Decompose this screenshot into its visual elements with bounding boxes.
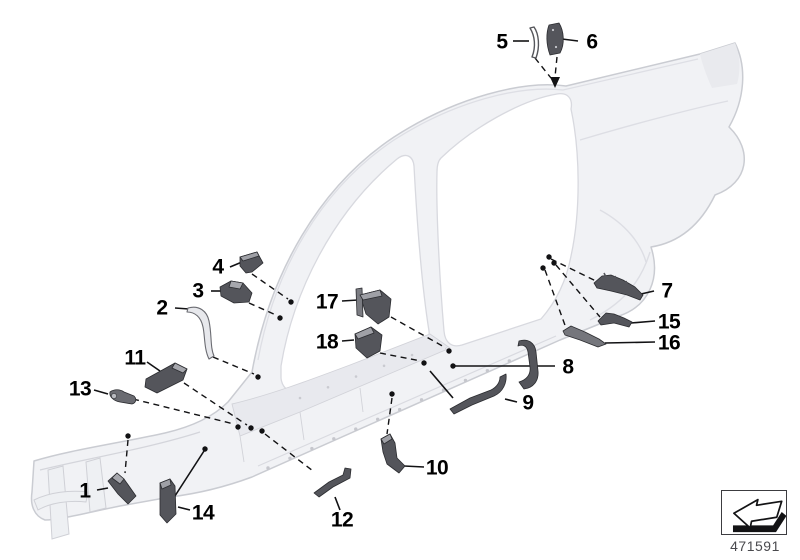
part-shapes (107, 22, 644, 524)
callout-14[interactable]: 14 (191, 501, 215, 525)
dashed-locator-lines (124, 56, 601, 474)
part-shape-18-highlight (354, 326, 375, 340)
callout-10[interactable]: 10 (425, 456, 449, 480)
part-shape-12[interactable] (313, 467, 352, 498)
part-shape-6[interactable] (546, 22, 564, 56)
part-shape-14-highlight (159, 478, 172, 490)
callout-3[interactable]: 3 (192, 279, 204, 303)
callout-7[interactable]: 7 (661, 279, 673, 303)
part-shape-10-highlight (380, 433, 393, 445)
callout-11[interactable]: 11 (124, 346, 146, 370)
locator-arrowhead (550, 77, 560, 88)
part-shape-2[interactable] (186, 306, 215, 360)
callout-17[interactable]: 17 (315, 290, 339, 314)
part-shape-15[interactable] (597, 312, 633, 328)
part-shape-16[interactable] (562, 325, 607, 348)
callout-8[interactable]: 8 (562, 355, 574, 379)
callout-16[interactable]: 16 (657, 331, 681, 355)
callout-9[interactable]: 9 (522, 391, 534, 415)
callout-2[interactable]: 2 (156, 296, 168, 320)
direction-arrow-icon (721, 490, 787, 535)
car-body-outline (30, 42, 745, 540)
callout-5[interactable]: 5 (496, 30, 508, 54)
part-shape-9[interactable] (449, 373, 507, 415)
part-shape-7-tabs (603, 272, 629, 288)
part-shape-4-highlight (239, 251, 260, 262)
diagram-part-number: 471591 (730, 538, 780, 554)
part-shape-11-highlight (171, 362, 188, 374)
location-dots (125, 77, 560, 452)
part-shape-17-flange (355, 287, 364, 318)
part-shape-3-highlight (228, 280, 244, 290)
callout-13[interactable]: 13 (68, 377, 92, 401)
diagram-footnote: 471591 (721, 490, 789, 554)
part-shape-7[interactable] (593, 274, 644, 301)
callout-18[interactable]: 18 (315, 330, 339, 354)
part-shape-10[interactable] (380, 433, 406, 474)
callout-1[interactable]: 1 (79, 479, 91, 503)
callout-12[interactable]: 12 (330, 508, 354, 532)
callout-6[interactable]: 6 (586, 30, 598, 54)
part-shape-5[interactable] (529, 26, 540, 59)
part-shape-1-highlight (111, 472, 125, 485)
part-shape-13[interactable] (109, 389, 137, 405)
callout-4[interactable]: 4 (212, 255, 224, 279)
leader-lines (93, 38, 656, 511)
part-shape-8[interactable] (517, 339, 539, 390)
callout-15[interactable]: 15 (657, 310, 681, 334)
part-shape-17-highlight (359, 289, 383, 301)
